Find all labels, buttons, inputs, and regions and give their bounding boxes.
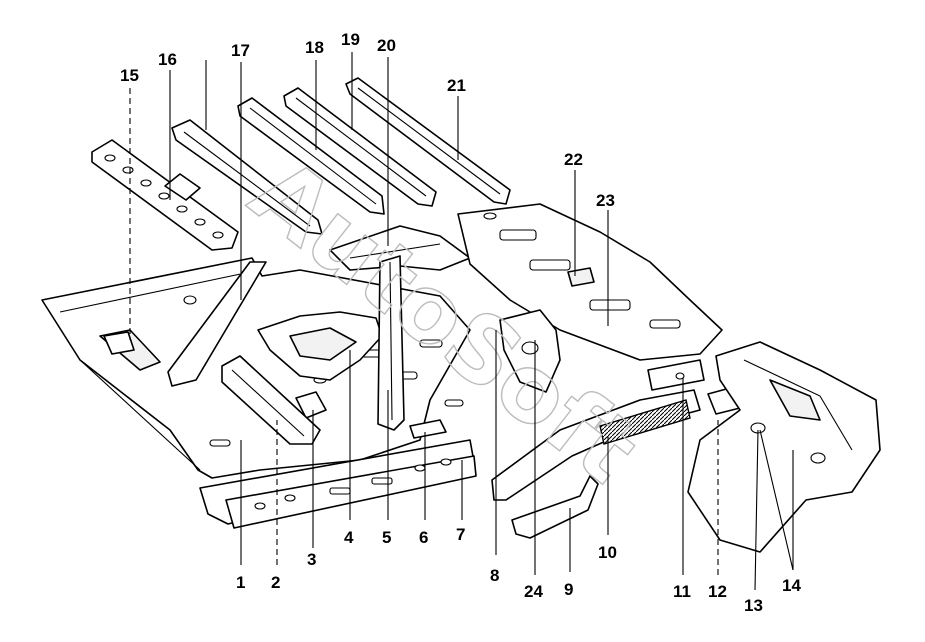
part-9-bracket [511, 475, 599, 539]
part-6-bracket [409, 419, 447, 439]
callout-20: 20 [377, 36, 396, 55]
callout-5: 5 [382, 528, 391, 547]
callout-16: 16 [158, 50, 177, 69]
callout-8: 8 [490, 566, 499, 585]
callout-18: 18 [305, 38, 324, 57]
callout-24: 24 [524, 582, 543, 601]
part-19-rear-rail [283, 87, 437, 207]
part-17-rear-rail [171, 119, 323, 235]
part-15-bracket [103, 331, 135, 355]
callout-10: 10 [598, 543, 617, 562]
part-4-seat-cross-member [257, 311, 383, 381]
part-16-rear-cross-member [91, 139, 239, 251]
callout-23: 23 [596, 191, 615, 210]
callout-17: 17 [231, 41, 250, 60]
callout-12: 12 [708, 582, 727, 601]
leader-lines [129, 52, 794, 591]
callout-22: 22 [564, 150, 583, 169]
rear-floor-pan [41, 257, 471, 479]
callout-4: 4 [344, 528, 354, 547]
part-24-tunnel-bracket [499, 309, 561, 393]
callout-2: 2 [271, 573, 280, 592]
callout-7: 7 [456, 525, 465, 544]
callout-3: 3 [307, 550, 316, 569]
part-21-rear-rail [345, 77, 511, 205]
callout-21: 21 [447, 76, 466, 95]
part-10-front-side-member [491, 389, 701, 501]
callout-labels: 1 2 3 4 5 6 7 8 9 10 11 12 13 14 15 16 1… [120, 30, 801, 615]
part-18-rear-rail [237, 97, 385, 215]
part-2-side-member [221, 355, 321, 445]
part-11-bracket [647, 359, 705, 391]
callout-9: 9 [564, 580, 573, 599]
part-3-bracket [295, 391, 327, 419]
part-20-center-brace [329, 225, 471, 271]
callout-11: 11 [673, 582, 691, 601]
part-22-plate [567, 267, 595, 287]
callout-14: 14 [782, 576, 801, 595]
callout-15: 15 [120, 66, 139, 85]
callout-13: 13 [744, 596, 763, 615]
part-14-wheel-house [687, 341, 881, 553]
part-5-center-pillar [377, 255, 405, 431]
callout-19: 19 [341, 30, 360, 49]
callout-6: 6 [419, 528, 428, 547]
callout-1: 1 [236, 573, 245, 592]
